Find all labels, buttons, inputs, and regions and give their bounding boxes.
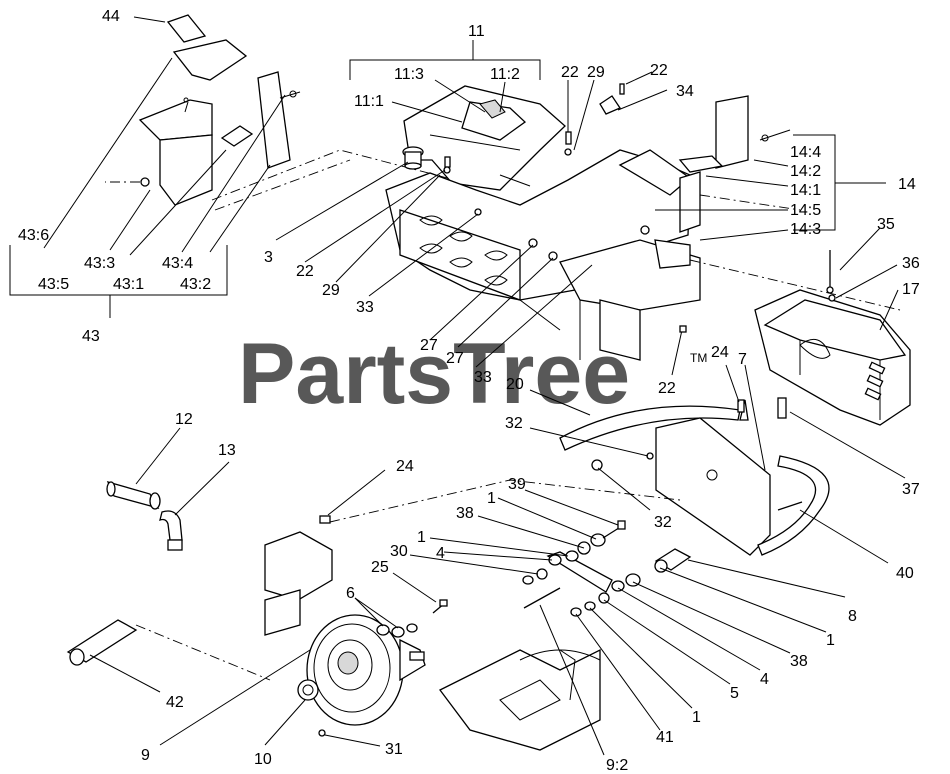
callout-30: 30 xyxy=(390,543,408,560)
callout-38-upper: 38 xyxy=(456,505,474,522)
callout-29-top: 29 xyxy=(587,64,605,81)
callout-27-a: 27 xyxy=(420,337,438,354)
callout-43-2: 43:2 xyxy=(180,276,211,293)
part-6-washers xyxy=(376,623,418,638)
callout-8: 8 xyxy=(848,608,857,625)
part-12-tube xyxy=(106,480,161,510)
callout-11-1: 11:1 xyxy=(354,93,384,110)
callout-7: 7 xyxy=(738,351,747,368)
watermark-text: PartsTree xyxy=(238,326,630,422)
callout-29-mid: 29 xyxy=(322,282,340,299)
callout-3: 3 xyxy=(264,249,273,266)
callout-43-3: 43:3 xyxy=(84,255,115,272)
callout-10: 10 xyxy=(254,751,272,768)
part-11-seat-plate xyxy=(403,85,566,191)
callout-32-left: 32 xyxy=(505,415,523,432)
callout-1-mid: 1 xyxy=(417,529,426,546)
callout-22-right: 22 xyxy=(658,380,676,397)
callout-41: 41 xyxy=(656,729,674,746)
callout-25: 25 xyxy=(371,559,389,576)
callout-35: 35 xyxy=(877,216,895,233)
callout-34: 34 xyxy=(676,83,694,100)
callout-33-upper: 33 xyxy=(356,299,374,316)
part-40-spring-bracket xyxy=(757,455,830,556)
callout-9: 9 xyxy=(141,747,150,764)
callout-44: 44 xyxy=(102,8,120,25)
bolt-22-29-vertical xyxy=(443,131,572,174)
main-frame xyxy=(385,149,901,361)
callout-24-right: 24 xyxy=(711,344,729,361)
part-34-clip xyxy=(599,83,625,115)
part-9-clutch xyxy=(306,614,426,726)
callout-22-top: 22 xyxy=(561,64,579,81)
callout-labels: 44 11 11:3 11:2 11:1 22 29 22 34 14:4 14… xyxy=(18,8,920,774)
part-3-knob xyxy=(402,146,424,170)
part-31-screw xyxy=(318,729,326,737)
callout-11-3: 11:3 xyxy=(394,66,424,83)
callout-1-right: 1 xyxy=(826,632,835,649)
callout-14-2: 14:2 xyxy=(790,163,821,180)
part-43-bracket-assembly xyxy=(105,71,456,211)
part-25-bolt xyxy=(432,599,448,614)
callout-43-6: 43:6 xyxy=(18,227,49,244)
line-art xyxy=(66,14,911,751)
leader-lines xyxy=(9,16,906,756)
part-42-handle-grip xyxy=(66,619,271,681)
callout-13: 13 xyxy=(218,442,236,459)
callout-14-3: 14:3 xyxy=(790,221,821,238)
callout-14: 14 xyxy=(898,176,916,193)
part-9-2-stud xyxy=(523,587,561,609)
callout-6: 6 xyxy=(346,585,355,602)
callout-14-5: 14:5 xyxy=(790,202,821,219)
callout-22-mid: 22 xyxy=(296,263,314,280)
callout-31: 31 xyxy=(385,741,403,758)
callout-43-5: 43:5 xyxy=(38,276,69,293)
callout-39: 39 xyxy=(508,476,526,493)
part-17-cover xyxy=(754,250,911,426)
callout-38-right: 38 xyxy=(790,653,808,670)
callout-32-right: 32 xyxy=(654,514,672,531)
part-7-mounting-plate xyxy=(591,399,771,556)
callout-22-top-right: 22 xyxy=(650,62,668,79)
callout-11: 11 xyxy=(468,23,485,40)
lower-deck xyxy=(439,648,601,751)
callout-14-1: 14:1 xyxy=(790,182,821,199)
part-14-bracket-assembly xyxy=(678,95,801,233)
part-10-bushing xyxy=(297,679,319,701)
callout-4-right: 4 xyxy=(760,671,769,688)
callout-27-b: 27 xyxy=(446,350,464,367)
watermark: PartsTree TM xyxy=(238,326,707,422)
part-13-elbow-fitting xyxy=(159,510,183,551)
part-44-decal xyxy=(166,14,248,81)
callout-20: 20 xyxy=(506,376,524,393)
callout-1-upper: 1 xyxy=(487,490,496,507)
callout-37: 37 xyxy=(902,481,920,498)
right-hardware-stack xyxy=(570,548,692,617)
callout-11-2: 11:2 xyxy=(490,66,520,83)
callout-14-4: 14:4 xyxy=(790,144,821,161)
callout-43-4: 43:4 xyxy=(162,255,193,272)
callout-43: 43 xyxy=(82,328,100,345)
callout-43-1: 43:1 xyxy=(113,276,144,293)
callout-4-upper: 4 xyxy=(436,545,445,562)
idler-pulley-stack xyxy=(522,520,626,593)
callout-5: 5 xyxy=(730,685,739,702)
callout-9-2: 9:2 xyxy=(606,757,628,774)
callout-36: 36 xyxy=(902,255,920,272)
part-20-idler-arm xyxy=(559,405,741,460)
callout-12: 12 xyxy=(175,411,193,428)
part-24-lower-bracket xyxy=(264,479,681,636)
callout-42: 42 xyxy=(166,694,184,711)
callout-1-bottom: 1 xyxy=(692,709,701,726)
callout-33-lower: 33 xyxy=(474,369,492,386)
callout-17: 17 xyxy=(902,281,920,298)
callout-24-left: 24 xyxy=(396,458,414,475)
watermark-trademark: TM xyxy=(690,351,707,365)
callout-40: 40 xyxy=(896,565,914,582)
